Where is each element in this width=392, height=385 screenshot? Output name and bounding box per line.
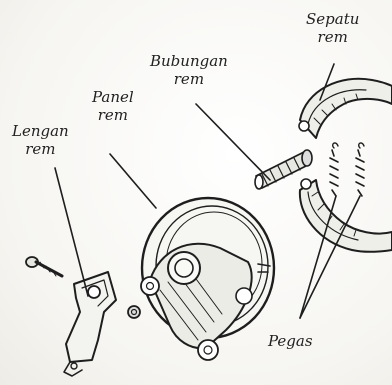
leader-line-panel: [110, 154, 156, 208]
label-bubungan-line1: Bubungan: [150, 52, 228, 70]
label-lengan-rem: Lengan rem: [12, 122, 69, 158]
label-bubungan-rem: Bubungan rem: [150, 52, 228, 88]
label-sepatu-rem: Sepatu rem: [306, 10, 359, 46]
spring-right-part: [356, 143, 364, 196]
brake-panel-part: [141, 198, 274, 360]
label-bubungan-line2: rem: [150, 70, 228, 88]
brake-shoe-lower: [300, 179, 392, 252]
leader-line-lengan: [55, 168, 88, 296]
label-pegas: Pegas: [268, 332, 313, 350]
brake-shoe-upper: [299, 79, 392, 138]
brake-arm-part: [64, 272, 116, 376]
arm-bolt-part: [26, 257, 62, 276]
label-lengan-line1: Lengan: [12, 122, 69, 140]
label-lengan-line2: rem: [12, 140, 69, 158]
label-panel-rem: Panel rem: [92, 88, 134, 124]
label-sepatu-line2: rem: [306, 28, 359, 46]
label-pegas-line1: Pegas: [268, 332, 313, 350]
nut-part: [128, 306, 140, 318]
leader-line-bubungan: [196, 104, 270, 180]
spring-left-part: [330, 143, 338, 196]
label-sepatu-line1: Sepatu: [306, 10, 359, 28]
label-panel-line2: rem: [92, 106, 134, 124]
label-panel-line1: Panel: [92, 88, 134, 106]
